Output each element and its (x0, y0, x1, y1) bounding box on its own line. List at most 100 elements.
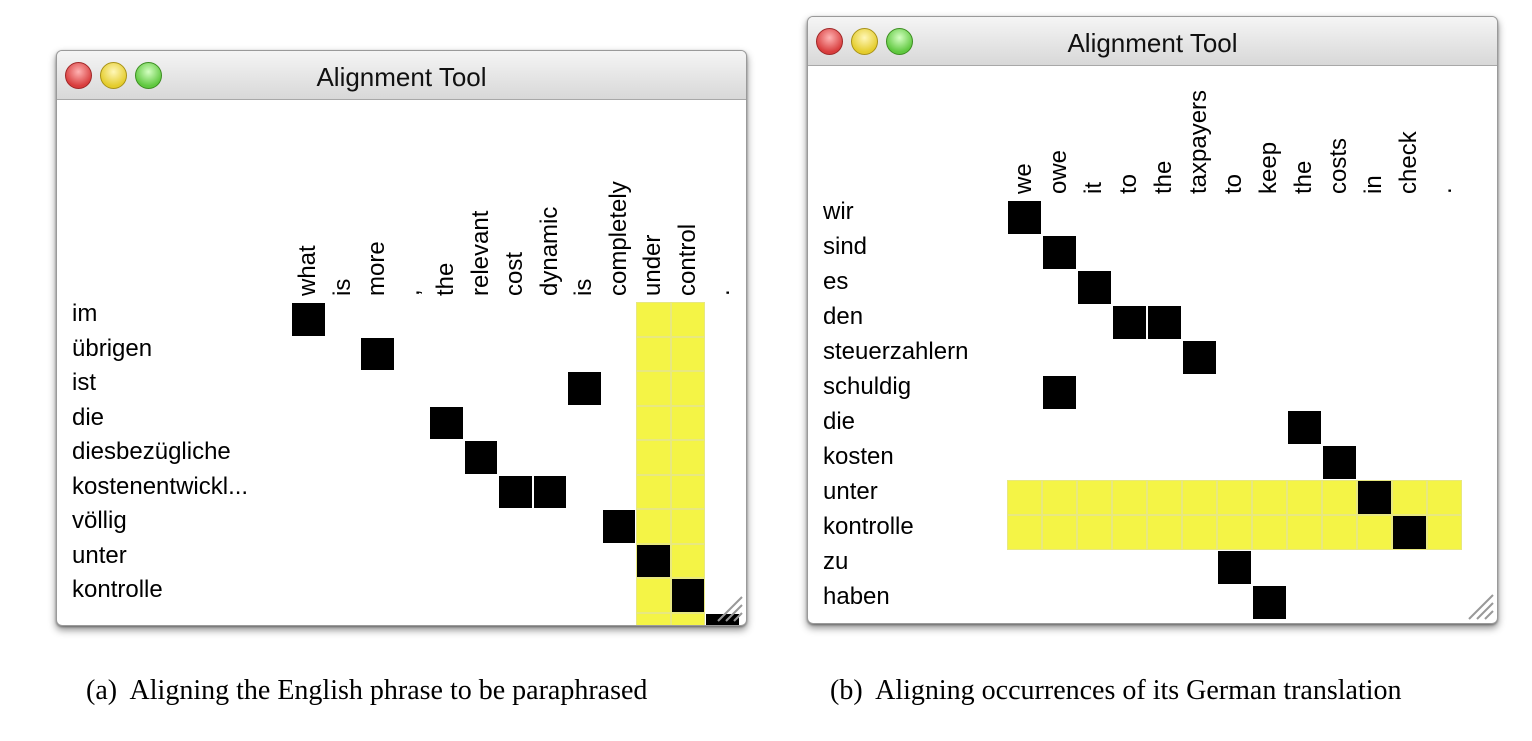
highlight-cell[interactable] (1217, 480, 1252, 515)
highlight-cell[interactable] (636, 371, 671, 406)
highlight-cell[interactable] (670, 509, 705, 544)
highlight-cell[interactable] (636, 578, 671, 613)
highlight-cell[interactable] (1007, 480, 1042, 515)
highlight-cell[interactable] (636, 302, 671, 337)
highlight-cell[interactable] (1007, 515, 1042, 550)
alignment-cell[interactable] (1323, 446, 1356, 479)
alignment-cell[interactable] (568, 372, 601, 405)
row-label: wir (823, 198, 854, 225)
highlight-cell[interactable] (670, 474, 705, 509)
caption-text: Aligning the English phrase to be paraph… (129, 675, 648, 706)
alignment-cell[interactable] (1148, 306, 1181, 339)
alignment-cell[interactable] (671, 579, 704, 612)
highlight-cell[interactable] (1217, 515, 1252, 550)
highlight-cell[interactable] (1112, 480, 1147, 515)
highlight-cell[interactable] (670, 543, 705, 578)
column-label: we (1010, 163, 1037, 194)
highlight-cell[interactable] (670, 336, 705, 371)
alignment-cell[interactable] (1043, 236, 1076, 269)
alignment-cell[interactable] (464, 441, 497, 474)
alignment-cell[interactable] (1008, 201, 1041, 234)
highlight-cell[interactable] (1042, 515, 1077, 550)
highlight-cell[interactable] (1322, 480, 1357, 515)
highlight-cell[interactable] (1252, 515, 1287, 550)
column-label: more (363, 241, 390, 296)
zoom-button[interactable] (135, 62, 162, 89)
highlight-cell[interactable] (1042, 480, 1077, 515)
highlight-cell[interactable] (1182, 480, 1217, 515)
alignment-cell[interactable] (1393, 516, 1426, 549)
highlight-cell[interactable] (636, 405, 671, 440)
highlight-cell[interactable] (1182, 515, 1217, 550)
alignment-cell[interactable] (1078, 271, 1111, 304)
alignment-cell[interactable] (706, 613, 739, 625)
minimize-button[interactable] (100, 62, 127, 89)
alignment-cell[interactable] (533, 475, 566, 508)
highlight-cell[interactable] (636, 474, 671, 509)
highlight-cell[interactable] (636, 440, 671, 475)
highlight-cell[interactable] (1077, 515, 1112, 550)
window-title: Alignment Tool (316, 62, 487, 92)
row-label: ist (72, 369, 96, 396)
column-label: dynamic (535, 206, 563, 296)
alignment-cell[interactable] (361, 337, 394, 370)
alignment-cell[interactable] (1358, 481, 1391, 514)
resize-grip-icon[interactable] (712, 591, 744, 623)
row-label: völlig (72, 507, 127, 534)
title-bar[interactable]: Alignment Tool (808, 17, 1497, 66)
alignment-cell[interactable] (1218, 551, 1251, 584)
alignment-cell[interactable] (602, 510, 635, 543)
highlight-cell[interactable] (1287, 515, 1322, 550)
row-label: im (72, 300, 98, 327)
highlight-cell[interactable] (670, 612, 705, 625)
alignment-cell[interactable] (499, 475, 532, 508)
title-bar[interactable]: Alignment Tool (57, 51, 746, 100)
zoom-button[interactable] (886, 28, 913, 55)
alignment-cell[interactable] (637, 544, 670, 577)
highlight-cell[interactable] (1112, 515, 1147, 550)
row-label: . (72, 610, 79, 626)
highlight-cell[interactable] (1147, 515, 1182, 550)
column-label: in (1360, 175, 1387, 194)
row-label: unter (823, 478, 878, 505)
close-button[interactable] (65, 62, 92, 89)
row-label: steuerzahlern (823, 338, 969, 365)
highlight-cell[interactable] (1427, 480, 1462, 515)
minimize-button[interactable] (851, 28, 878, 55)
highlight-cell[interactable] (670, 440, 705, 475)
alignment-cell[interactable] (292, 303, 325, 336)
caption-text: Aligning occurrences of its German trans… (875, 675, 1402, 706)
highlight-cell[interactable] (1322, 515, 1357, 550)
column-label: taxpayers (1185, 89, 1212, 194)
highlight-cell[interactable] (636, 612, 671, 625)
resize-grip-icon[interactable] (1463, 589, 1495, 621)
highlight-cell[interactable] (1147, 480, 1182, 515)
highlight-cell[interactable] (670, 371, 705, 406)
alignment-cell[interactable] (1043, 376, 1076, 409)
close-button[interactable] (816, 28, 843, 55)
highlight-cell[interactable] (1392, 480, 1427, 515)
highlight-cell[interactable] (636, 336, 671, 371)
alignment-cell[interactable] (430, 406, 463, 439)
highlight-cell[interactable] (1357, 515, 1392, 550)
alignment-cell[interactable] (1253, 586, 1286, 619)
highlight-cell[interactable] (1287, 480, 1322, 515)
caption-b: (b) Aligning occurrences of its German t… (830, 675, 1402, 707)
row-label: übrigen (72, 334, 153, 362)
highlight-cell[interactable] (1077, 480, 1112, 515)
row-label: die (72, 403, 105, 431)
column-label: to (1115, 173, 1142, 194)
highlight-cell[interactable] (670, 405, 705, 440)
alignment-cell[interactable] (1288, 411, 1321, 444)
highlight-cell[interactable] (670, 302, 705, 337)
column-label: is (328, 278, 356, 296)
highlight-cell[interactable] (1252, 480, 1287, 515)
highlight-cell[interactable] (1427, 515, 1462, 550)
alignment-cell[interactable] (1113, 306, 1146, 339)
alignment-cell[interactable] (1183, 341, 1216, 374)
highlight-cell[interactable] (636, 509, 671, 544)
column-label: completely (604, 181, 632, 296)
column-label: . (1430, 187, 1457, 194)
